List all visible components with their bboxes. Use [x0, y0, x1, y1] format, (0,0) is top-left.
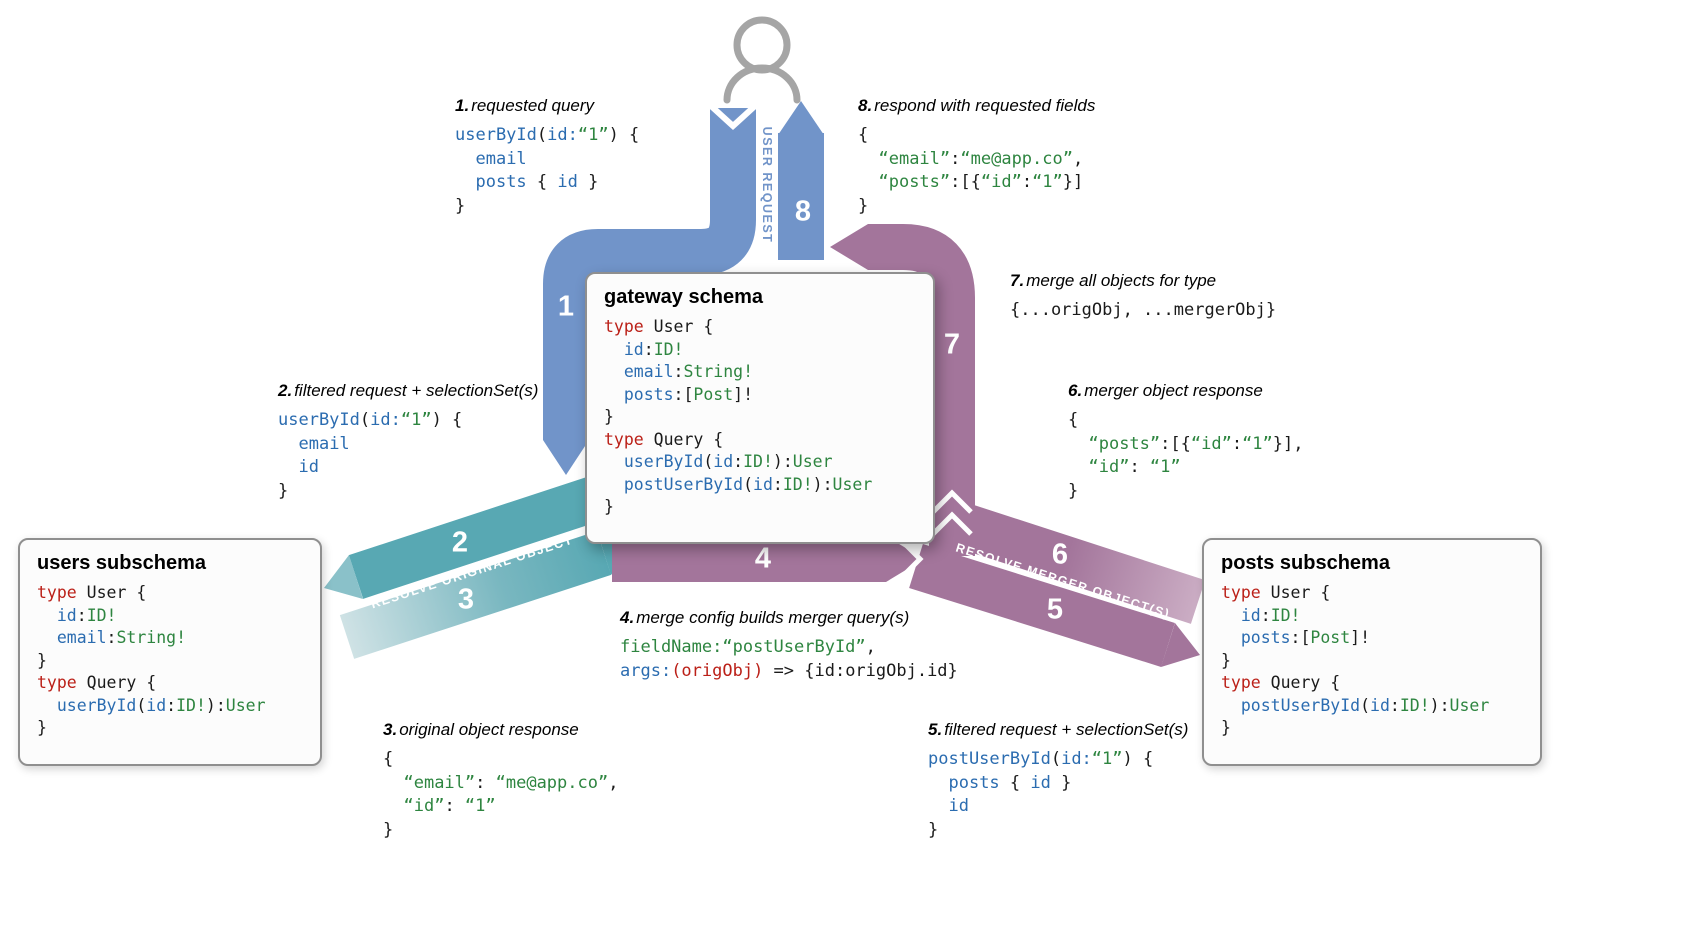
- annotation-step-4: 4.merge config builds merger query(s) fi…: [620, 608, 958, 683]
- user-request-band-label: USER REQUEST: [760, 126, 774, 244]
- annotation-3-code: { “email”: “me@app.co”, “id”: “1”}: [383, 749, 619, 840]
- arrow-step4-head: [886, 536, 924, 582]
- annotation-1-code: userById(id:“1”) { email posts { id }}: [455, 125, 640, 216]
- annotation-6-code: { “posts”:[{“id”:“1”}], “id”: “1”}: [1068, 410, 1304, 501]
- annotation-7-number: 7.: [1010, 271, 1025, 290]
- annotation-7-label: 7.merge all objects for type: [1010, 271, 1276, 291]
- arrow-step3-band: [339, 531, 612, 659]
- annotation-3-title: original object response: [399, 720, 579, 739]
- user-request-arrows: [543, 101, 824, 475]
- users-subschema-title: users subschema: [37, 552, 206, 574]
- annotation-2-number: 2.: [278, 381, 293, 400]
- posts-subschema-box: posts subschema type User { id:ID! posts…: [1202, 538, 1542, 766]
- arrow-step8-head: [778, 101, 824, 135]
- step-badge-7: 7: [943, 328, 961, 361]
- annotation-2-label: 2.filtered request + selectionSet(s): [278, 381, 538, 401]
- arrow-step7-head: [830, 224, 868, 270]
- annotation-2-code: userById(id:“1”) { email id}: [278, 410, 463, 501]
- gateway-schema-box: gateway schema type User { id:ID! email:…: [585, 272, 935, 544]
- merge-junction-chevron-1: [931, 489, 973, 514]
- annotation-7-code: {...origObj, ...mergerObj}: [1010, 300, 1277, 320]
- annotation-step-6: 6.merger object response { “posts”:[{“id…: [1068, 381, 1304, 503]
- arrow-step2-band: [348, 467, 632, 599]
- step-badge-8: 8: [794, 195, 812, 228]
- step-badge-6: 6: [1051, 538, 1069, 571]
- annotation-8-label: 8.respond with requested fields: [858, 96, 1095, 116]
- step-badge-3: 3: [457, 583, 475, 616]
- annotation-6-label: 6.merger object response: [1068, 381, 1304, 401]
- arrow-step2-head: [324, 555, 363, 599]
- annotation-4-number: 4.: [620, 608, 635, 627]
- annotation-3-label: 3.original object response: [383, 720, 618, 740]
- arrow-step5-head: [1161, 623, 1200, 667]
- resolve-merger-arrows: [612, 224, 1206, 667]
- user-head-icon: [733, 16, 791, 74]
- posts-subschema-code: type User { id:ID! posts:[Post]!}type Qu…: [1221, 583, 1490, 737]
- gateway-schema-code: type User { id:ID! email:String! posts:[…: [604, 317, 873, 516]
- arrow-step1-band: [543, 108, 756, 440]
- merge-junction-chevron-2: [931, 511, 973, 536]
- step-badge-1: 1: [557, 290, 575, 323]
- annotation-2-title: filtered request + selectionSet(s): [294, 381, 539, 400]
- step-badge-5: 5: [1046, 593, 1064, 626]
- step-badge-4: 4: [754, 542, 772, 575]
- gateway-schema-title: gateway schema: [604, 286, 763, 308]
- band-start-notch: [707, 102, 759, 131]
- annotation-6-title: merger object response: [1084, 381, 1263, 400]
- step-badge-2: 2: [451, 526, 469, 559]
- annotation-step-2: 2.filtered request + selectionSet(s) use…: [278, 381, 538, 503]
- annotation-8-code: { “email”:“me@app.co”, “posts”:[{“id”:“1…: [858, 125, 1084, 216]
- annotation-7-title: merge all objects for type: [1026, 271, 1217, 290]
- annotation-4-label: 4.merge config builds merger query(s): [620, 608, 958, 628]
- users-subschema-code: type User { id:ID! email:String!}type Qu…: [37, 583, 266, 737]
- annotation-4-code: fieldName:“postUserById”,args:(origObj) …: [620, 637, 958, 681]
- annotation-step-1: 1.requested query userById(id:“1”) { ema…: [455, 96, 639, 218]
- annotation-step-5: 5.filtered request + selectionSet(s) pos…: [928, 720, 1188, 842]
- annotation-5-number: 5.: [928, 720, 943, 739]
- annotation-step-7: 7.merge all objects for type {...origObj…: [1010, 271, 1276, 323]
- annotation-step-3: 3.original object response { “email”: “m…: [383, 720, 618, 842]
- arrow-step6-band: [950, 502, 1206, 624]
- annotation-8-title: respond with requested fields: [874, 96, 1096, 115]
- arrow-step1-head: [543, 440, 589, 475]
- annotation-step-8: 8.respond with requested fields { “email…: [858, 96, 1095, 218]
- annotation-4-title: merge config builds merger query(s): [636, 608, 910, 627]
- user-shoulders-icon: [723, 64, 801, 104]
- annotation-5-label: 5.filtered request + selectionSet(s): [928, 720, 1188, 740]
- arrow-step5-band: [909, 544, 1175, 667]
- annotation-8-number: 8.: [858, 96, 873, 115]
- annotation-5-code: postUserById(id:“1”) { posts { id } id}: [928, 749, 1154, 840]
- annotation-6-number: 6.: [1068, 381, 1083, 400]
- band-seam-chevron: [896, 535, 924, 583]
- annotation-3-number: 3.: [383, 720, 398, 739]
- posts-subschema-title: posts subschema: [1221, 552, 1390, 574]
- annotation-1-number: 1.: [455, 96, 470, 115]
- annotation-1-title: requested query: [471, 96, 595, 115]
- annotation-1-label: 1.requested query: [455, 96, 639, 116]
- user-icon: [723, 16, 801, 104]
- annotation-5-title: filtered request + selectionSet(s): [944, 720, 1189, 739]
- arrow-step7-band: [868, 224, 975, 556]
- users-subschema-box: users subschema type User { id:ID! email…: [18, 538, 322, 766]
